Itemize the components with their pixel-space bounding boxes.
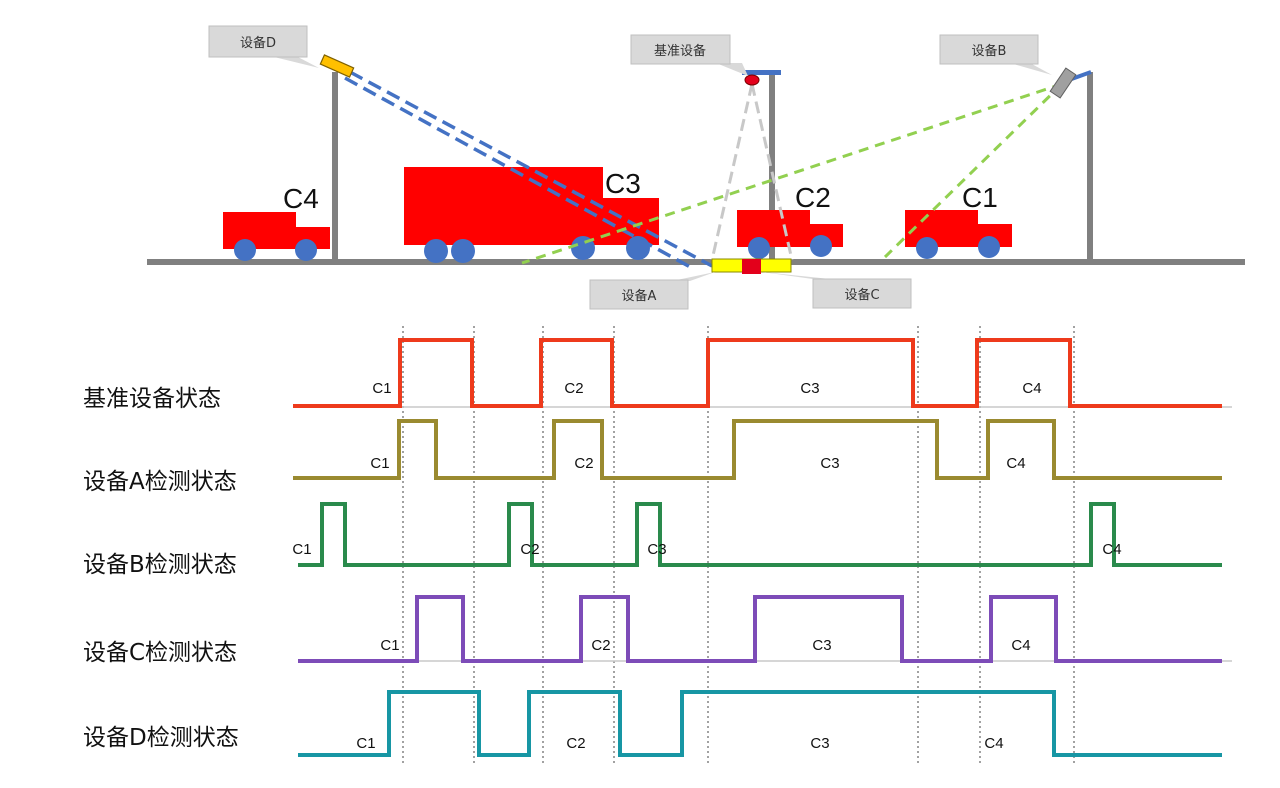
timing-segment-label: C2 [574,455,593,472]
timing-row-label: 设备B检测状态 [83,552,237,578]
vehicle-label-c1: C1 [962,182,998,213]
road-line [147,259,1245,265]
pole-b [1087,72,1093,262]
vehicle-c2 [737,210,843,259]
timing-row-label: 设备C检测状态 [83,640,237,666]
timing-segment-label: C2 [564,380,583,397]
timing-segment-label: C3 [810,735,829,752]
pole-d [332,72,338,262]
timing-row: 设备D检测状态 C1 C2 C3 C4 [83,690,1222,757]
vehicle-label-c3: C3 [605,168,641,199]
device-b-beams [521,82,1064,265]
vehicle-label-c2: C2 [795,182,831,213]
timing-segment-label: C2 [520,541,539,558]
timing-segment-label: C1 [380,637,399,654]
timing-segment-label: C4 [1011,637,1030,654]
timing-segment-label: C4 [984,735,1003,752]
timing-waveform [298,690,1222,757]
callout-device-b-label: 设备B [972,43,1007,59]
device-b-sensor-icon [1049,67,1077,99]
reference-arm [742,70,781,75]
callout-device-d-label: 设备D [240,35,276,51]
timing-segment-label: C1 [370,455,389,472]
timing-segment-label: C3 [647,541,666,558]
timing-guides [402,326,1075,766]
timing-segment-label: C3 [820,455,839,472]
callout-device-b: 设备B [939,34,1052,75]
timing-waveform [293,338,1222,408]
callout-device-a: 设备A [589,272,715,310]
vehicle-c1 [905,210,1012,259]
timing-segment-label: C3 [812,637,831,654]
device-d-sensor-icon [319,54,355,78]
timing-row: 设备B检测状态 C1 C2 C3 C4 [83,502,1222,578]
timing-row-label: 设备D检测状态 [83,725,239,751]
timing-segment-label: C1 [372,380,391,397]
timing-row-label: 设备A检测状态 [83,469,237,495]
vehicle-c4 [223,212,330,261]
timing-waveform [298,595,1222,663]
callout-device-c: 设备C [762,272,912,309]
timing-segment-label: C4 [1022,380,1041,397]
vehicle-label-c4: C4 [283,183,319,214]
timing-row-label: 基准设备状态 [83,386,221,412]
callout-device-c-label: 设备C [844,287,879,303]
timing-row: 设备A检测状态 C1 C2 C3 C4 [83,419,1222,495]
timing-waveform [293,419,1222,480]
timing-row: 基准设备状态 C1 C2 C3 C4 [83,338,1232,412]
pole-reference [769,72,775,262]
reference-sensor-icon [744,74,760,86]
device-d-beams [344,70,713,270]
timing-segment-label: C4 [1102,541,1121,558]
ground-sensor-a-c-icon [711,258,792,274]
timing-segment-label: C1 [292,541,311,558]
timing-segment-label: C2 [566,735,585,752]
timing-segment-label: C2 [591,637,610,654]
callout-reference-label: 基准设备 [654,43,706,59]
road-scene: 设备D 基准设备 设备B 设备A 设备C C4 C3 C2 C1 [147,25,1245,310]
callout-reference: 基准设备 [630,34,748,76]
timing-waveform [298,502,1222,567]
callout-device-d: 设备D [208,25,319,68]
timing-segment-label: C4 [1006,455,1025,472]
timing-segment-label: C3 [800,380,819,397]
callout-device-a-label: 设备A [622,288,657,304]
reference-beams [710,83,794,261]
timing-segment-label: C1 [356,735,375,752]
timing-row: 设备C检测状态 C1 C2 C3 C4 [83,595,1232,666]
